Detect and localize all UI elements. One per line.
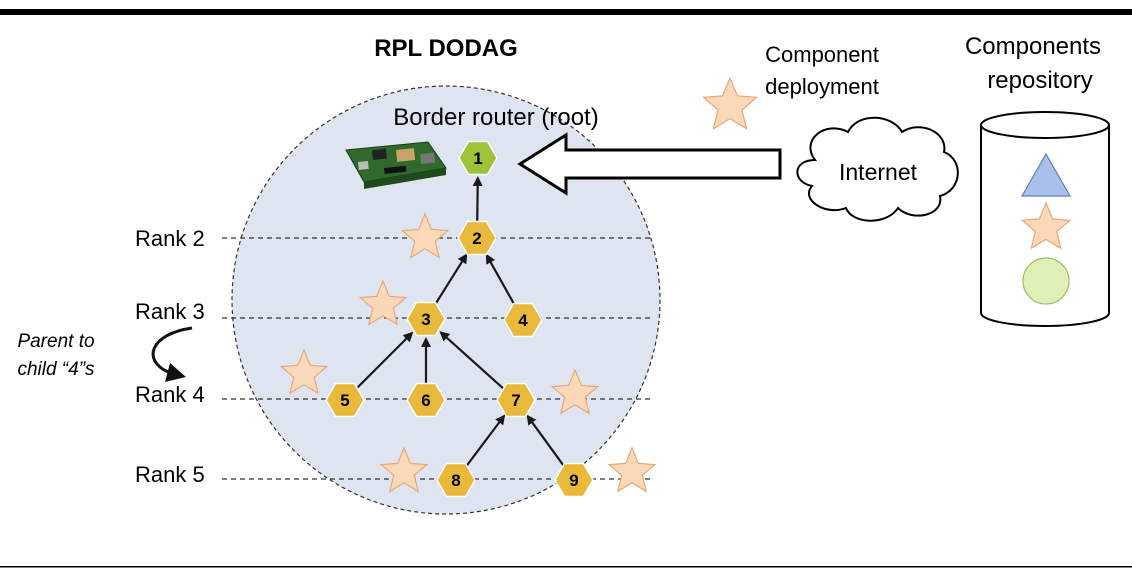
star-rank-4-right [550, 368, 600, 415]
component-deployment-line-2: deployment [765, 74, 879, 99]
deployment-arrow [517, 132, 782, 196]
deployed-component-star-icon [701, 76, 759, 130]
rank-3-label: Rank 3 [135, 299, 205, 324]
node-3-hexagon [406, 301, 446, 337]
component-stars [279, 212, 657, 493]
rank-4-label: Rank 4 [135, 382, 205, 407]
rank-5-label: Rank 5 [135, 462, 205, 487]
rank-2-label: Rank 2 [135, 226, 205, 251]
node-9: 9 [554, 462, 594, 498]
triangle-component-icon [1020, 152, 1072, 197]
star-component-icon [1020, 201, 1072, 250]
node-9-label: 9 [569, 471, 578, 490]
dodag-edges [356, 176, 565, 468]
parent-note-arrowhead [165, 363, 186, 382]
edge-9-to-7 [526, 414, 565, 467]
node-8: 8 [436, 462, 476, 498]
deploy-star-shape [701, 76, 759, 130]
root-label: Border router (root) [393, 104, 598, 131]
edge-5-to-3 [356, 331, 414, 389]
parent-note-line-2: child “4”s [17, 359, 95, 380]
node-1-label: 1 [473, 149, 482, 168]
node-5: 5 [325, 382, 365, 418]
node-2-label: 2 [472, 229, 481, 248]
repository-label-line-1: Components [965, 33, 1101, 60]
node-4-label: 4 [518, 311, 528, 330]
top-rule [0, 9, 1132, 15]
star-rank-2 [400, 212, 450, 259]
node-6-hexagon [406, 382, 446, 418]
star-rank-5-left [379, 446, 429, 493]
node-5-label: 5 [340, 391, 349, 410]
node-1-hexagon [458, 140, 498, 176]
edge-2-to-1 [472, 176, 483, 222]
node-2: 2 [457, 220, 497, 256]
node-7-hexagon [496, 382, 536, 418]
component-deployment-line-1: Component [765, 42, 879, 67]
node-6-label: 6 [421, 391, 430, 410]
internet-label: Internet [839, 159, 918, 185]
node-9-hexagon [554, 462, 594, 498]
parent-note-curved-arrow [151, 326, 193, 374]
internet-cloud [796, 116, 959, 222]
star-rank-5-right [607, 446, 657, 493]
node-4: 4 [503, 302, 543, 338]
node-7-label: 7 [511, 391, 520, 410]
node-7: 7 [496, 382, 536, 418]
node-2-hexagon [457, 220, 497, 256]
circle-component-icon [1022, 257, 1070, 305]
edge-7-to-3 [439, 331, 505, 390]
edge-3-to-2 [434, 253, 468, 306]
node-4-hexagon [503, 302, 543, 338]
node-8-hexagon [436, 462, 476, 498]
star-rank-3 [358, 279, 408, 326]
node-6: 6 [406, 382, 446, 418]
dodag-title: RPL DODAG [374, 35, 518, 62]
dodag-nodes: 1 2 3 4 5 6 7 8 9 [325, 140, 594, 498]
border-router-board-image [345, 141, 447, 189]
bottom-rule [0, 566, 1132, 568]
edge-8-to-7 [465, 414, 506, 468]
parent-note-line-1: Parent to [17, 331, 94, 352]
repo-star-shape [1020, 201, 1072, 250]
node-5-hexagon [325, 382, 365, 418]
node-3: 3 [406, 301, 446, 337]
star-rank-4-left [279, 348, 329, 395]
edge-4-to-2 [485, 253, 516, 306]
repository-label-line-2: repository [987, 67, 1092, 94]
node-1: 1 [458, 140, 498, 176]
node-8-label: 8 [451, 471, 460, 490]
node-3-label: 3 [421, 310, 430, 329]
